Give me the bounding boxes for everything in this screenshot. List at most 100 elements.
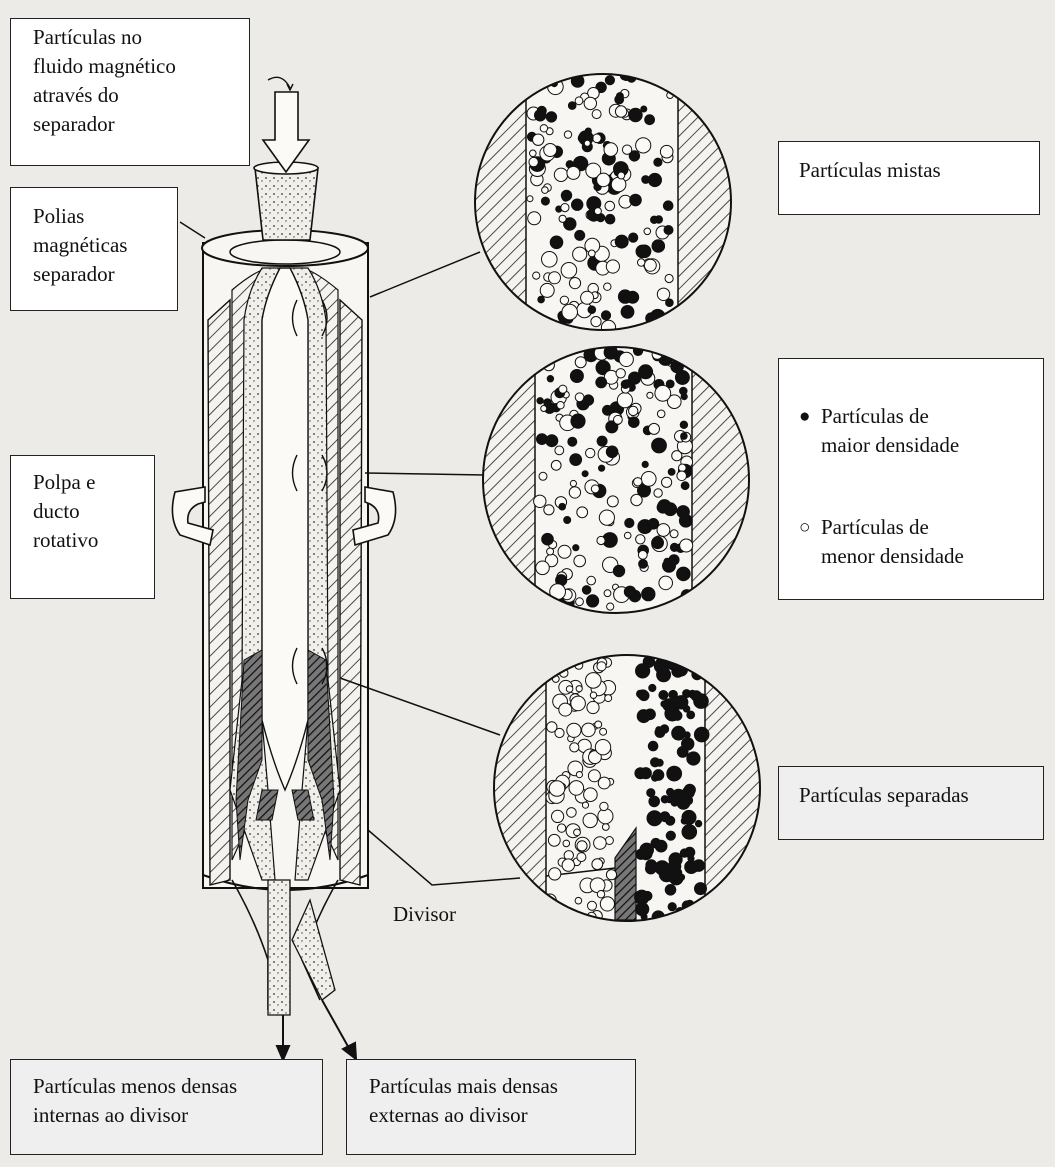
light-particle — [681, 352, 692, 363]
dense-particle — [670, 704, 676, 710]
light-particle — [595, 740, 610, 755]
light-particle — [561, 263, 577, 279]
dense-particle — [605, 214, 615, 224]
light-particle — [529, 157, 538, 166]
light-particle — [629, 406, 638, 415]
light-particle — [594, 208, 601, 215]
light-particle — [604, 283, 611, 290]
light-particle — [631, 494, 642, 505]
dense-particle — [668, 860, 681, 873]
magnified-stratifying — [480, 345, 752, 615]
dense-particle — [664, 558, 670, 564]
light-particle — [638, 259, 645, 266]
dense-particle — [629, 372, 641, 384]
light-particle — [551, 460, 561, 470]
outlet-less-dense — [268, 880, 290, 1015]
dense-particle — [621, 306, 634, 319]
light-particle — [563, 840, 570, 847]
inlet-arrow — [263, 92, 309, 172]
light-particle — [588, 901, 597, 910]
light-particle — [584, 140, 590, 146]
dense-particle — [640, 843, 654, 857]
light-particle — [644, 259, 656, 271]
light-particle — [542, 187, 549, 194]
light-particle — [555, 446, 564, 455]
light-particle — [590, 692, 596, 698]
dense-particle — [646, 863, 657, 874]
light-particle — [600, 802, 608, 810]
light-particle — [567, 166, 580, 179]
dense-particle — [680, 849, 688, 857]
dense-particle — [564, 517, 571, 524]
light-particle — [571, 696, 586, 711]
dense-particle — [638, 245, 651, 258]
light-particle — [581, 291, 594, 304]
light-particle — [615, 106, 626, 117]
dense-particle — [535, 110, 546, 121]
light-particle — [638, 551, 647, 560]
light-particle — [679, 464, 687, 472]
dense-particle — [695, 820, 701, 826]
dense-particle — [538, 296, 545, 303]
light-particle — [557, 402, 564, 409]
light-particle — [591, 317, 601, 327]
dense-particle — [587, 595, 599, 607]
dense-particle — [629, 108, 642, 121]
dense-particle — [655, 840, 667, 852]
light-particle — [587, 701, 599, 713]
light-particle — [619, 352, 633, 366]
dense-particle — [649, 796, 660, 807]
light-particle — [570, 916, 578, 924]
dense-particle — [601, 311, 610, 320]
light-particle — [594, 837, 607, 850]
dense-particle — [648, 741, 658, 751]
light-particle — [567, 723, 581, 737]
light-particle — [576, 598, 584, 606]
light-particle — [655, 385, 671, 401]
legend-high-text: Partículas de maior densidade — [821, 402, 959, 460]
dense-particle — [541, 197, 549, 205]
light-particle — [569, 487, 580, 498]
dense-particle — [664, 226, 673, 235]
dense-particle — [568, 102, 576, 110]
light-particle — [570, 480, 576, 486]
light-particle — [657, 410, 665, 418]
light-particle — [583, 813, 597, 827]
light-particle — [600, 728, 607, 735]
light-particle — [530, 150, 537, 157]
light-particle — [636, 138, 651, 153]
dense-particle — [562, 194, 569, 201]
dense-particle — [692, 865, 699, 872]
dense-particle — [652, 537, 664, 549]
light-particle — [544, 505, 554, 515]
light-particle — [680, 539, 693, 552]
light-particle — [547, 548, 554, 555]
light-particle — [555, 728, 564, 737]
light-particle — [569, 781, 584, 796]
dense-particle — [680, 387, 688, 395]
light-particle — [560, 296, 568, 304]
light-particle — [636, 535, 645, 544]
dense-particle — [605, 76, 614, 85]
light-particle — [574, 829, 581, 836]
label-more-dense-outlet: Partículas mais densas externas ao divis… — [346, 1059, 636, 1155]
dense-particle — [572, 199, 583, 210]
light-particle — [541, 406, 547, 412]
light-particle — [542, 251, 558, 267]
dense-particle — [667, 766, 682, 781]
label-less-dense-outlet: Partículas menos densas internas ao divi… — [10, 1059, 323, 1155]
light-particle — [647, 392, 653, 398]
dense-particle — [677, 567, 691, 581]
light-particle — [534, 351, 548, 365]
inlet-small-arrow — [268, 77, 290, 88]
light-particle — [588, 770, 600, 782]
light-particle — [559, 703, 572, 716]
dense-particle — [621, 380, 629, 388]
dense-particle — [546, 435, 558, 447]
dense-particle — [573, 545, 579, 551]
light-particle — [604, 590, 611, 597]
dense-particle — [596, 377, 607, 388]
dense-particle — [636, 664, 650, 678]
dense-particle — [695, 883, 707, 895]
light-particle — [549, 781, 565, 797]
